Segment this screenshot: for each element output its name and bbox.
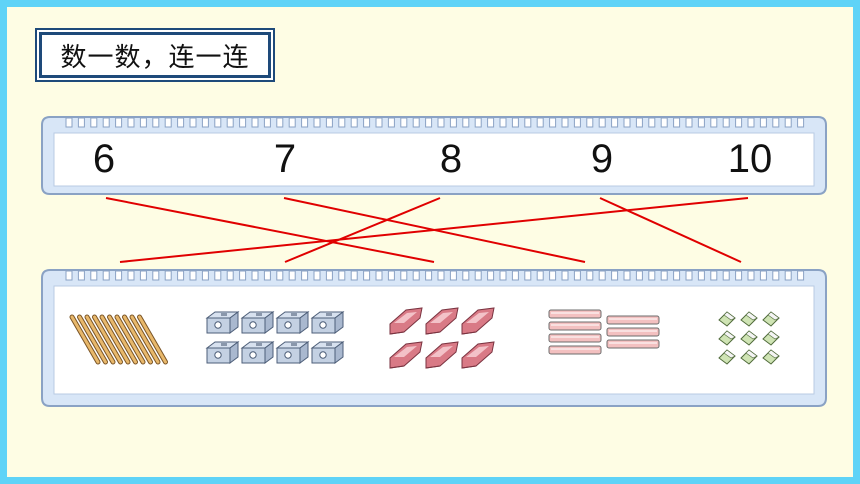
number-row: 6 7 8 9 10: [93, 137, 772, 181]
pencil-group[interactable]: [69, 314, 168, 365]
eraser-icon: [425, 341, 459, 369]
pencil-icon: [114, 314, 146, 365]
line-8-to-sharpeners: [284, 197, 441, 263]
line-10-to-pencils: [119, 197, 749, 263]
page-title: 数一数，连一连: [60, 42, 250, 73]
sharpener-icon: [275, 341, 310, 364]
small-eraser-icon: [762, 311, 780, 327]
small-eraser-icon: [762, 330, 780, 346]
small-eraser-icon: [740, 349, 758, 365]
top-ruler: [41, 116, 827, 195]
pencil-icon: [69, 314, 101, 365]
stick-icon: [606, 315, 660, 325]
sharpener-icon: [310, 311, 345, 334]
number-10[interactable]: 10: [728, 137, 773, 181]
pencil-icon: [77, 314, 108, 365]
sharpener-icon: [205, 341, 240, 364]
sharpener-group[interactable]: [205, 311, 345, 364]
pencil-icon: [129, 314, 161, 365]
small-eraser-icon: [762, 349, 780, 365]
small-eraser-icon: [718, 311, 736, 327]
sharpener-icon: [205, 311, 240, 334]
number-8[interactable]: 8: [440, 137, 462, 181]
line-6-to-erasers: [105, 197, 435, 263]
small-eraser-icon: [718, 349, 736, 365]
eraser-icon: [389, 307, 423, 335]
sharpener-icon: [240, 311, 275, 334]
number-7[interactable]: 7: [274, 137, 296, 181]
small-eraser-icon: [740, 311, 758, 327]
eraser-icon: [389, 341, 423, 369]
stick-icon: [548, 333, 602, 343]
pencil-icon: [84, 314, 116, 365]
pencil-icon: [137, 314, 168, 365]
pencil-icon: [107, 314, 138, 365]
number-9[interactable]: 9: [591, 137, 613, 181]
line-9-to-small-erasers: [599, 197, 742, 263]
eraser-icon: [425, 307, 459, 335]
eraser-icon: [461, 341, 495, 369]
sharpener-icon: [240, 341, 275, 364]
eraser-group[interactable]: [389, 307, 495, 369]
bottom-ruler: [41, 269, 827, 407]
eraser-icon: [461, 307, 495, 335]
pencil-icon: [122, 314, 153, 365]
pencil-icon: [99, 314, 131, 365]
sharpener-icon: [310, 341, 345, 364]
stick-icon: [548, 345, 602, 355]
small-eraser-icon: [740, 330, 758, 346]
sharpener-icon: [275, 311, 310, 334]
small-eraser-group[interactable]: [718, 311, 780, 365]
connection-lines: [105, 197, 749, 263]
stick-icon: [548, 309, 602, 319]
stick-icon: [606, 327, 660, 337]
pencil-icon: [92, 314, 123, 365]
small-eraser-icon: [718, 330, 736, 346]
title-box: 数一数，连一连: [39, 32, 271, 78]
number-6[interactable]: 6: [93, 137, 115, 181]
stick-icon: [606, 339, 660, 349]
stick-icon: [548, 321, 602, 331]
stick-group[interactable]: [548, 309, 660, 355]
